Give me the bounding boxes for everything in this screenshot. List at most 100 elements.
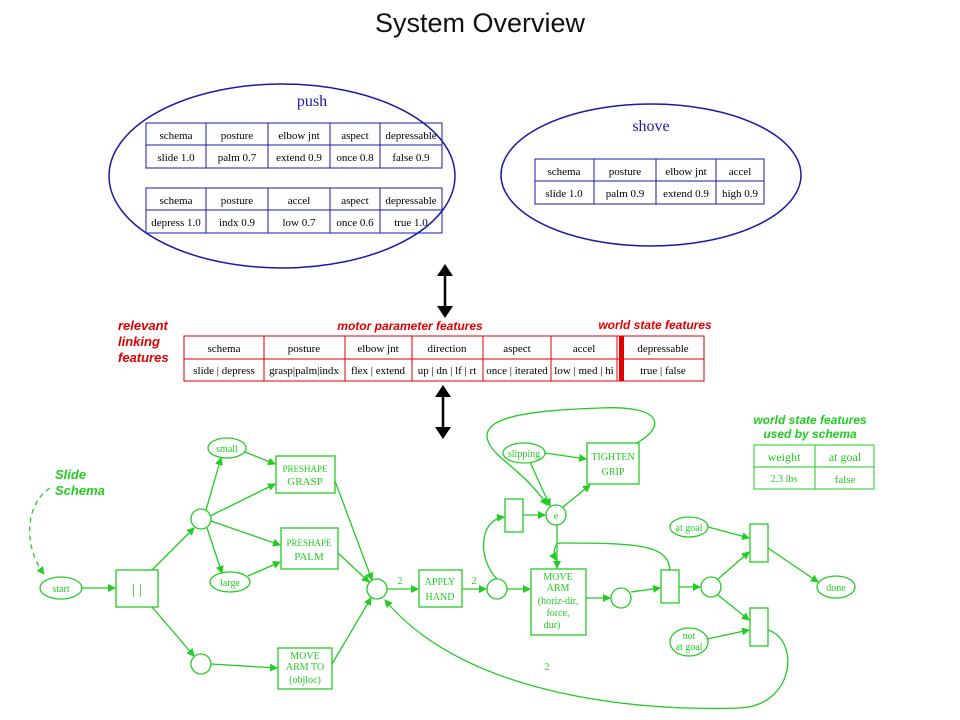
arc-grasp-p3 [334,480,374,581]
arc-p6-goalcheck [630,584,661,593]
slide-title: System Overview [374,8,586,38]
push-t1-h2: elbow jnt [278,130,319,142]
label-not-at-goal-1: not [683,631,696,642]
label-move-arm-1: MOVE [543,572,572,583]
push-t2-h1: posture [221,195,254,207]
push-t1-h0: schema [160,130,193,142]
feat-h4: aspect [503,343,530,355]
node-not-at-goal [669,627,709,657]
feat-v4: once | iterated [486,365,548,377]
label-start: start [52,584,69,595]
push-table-1 [145,122,443,169]
world-state-used-group: world state features used by schema weig… [753,413,875,490]
push-t2-h0: schema [160,195,193,207]
transition-not-at-goal [749,607,769,647]
arc-small-grasp [244,451,276,466]
ws-v1: false [835,474,856,486]
arc-p1-small [205,457,223,511]
world-state-used-title-1: world state features [753,413,867,427]
label-move-arm-to-3: (objloc) [289,675,321,686]
push-t1-v2: extend 0.9 [276,152,322,164]
label-tighten-grip-2: GRIP [602,467,625,478]
label-move-arm-to-2: ARM TO [286,662,324,673]
push-t1-h4: depressable [385,130,436,142]
shove-schema-group: shove schema posture elbow jnt accel sli… [500,103,802,247]
arc-notatgoal-return [384,599,789,710]
arc-p1-large [206,527,224,574]
place-p4 [486,578,508,600]
transition-slip [504,498,524,533]
push-schema-group: push schema posture elbow jnt aspect dep… [108,83,456,269]
label-move-arm-to-1: MOVE [290,651,319,662]
feat-h3: direction [427,343,467,355]
arc-slipping-tighten [544,452,587,462]
shove-h3: accel [729,166,752,178]
feat-v0: slide | depress [193,365,254,377]
push-t2-v4: true 1.0 [394,217,428,229]
arc-p7-notatgoal-trans [717,594,750,621]
label-large: large [220,578,240,589]
label-tighten-grip-1: TIGHTEN [591,452,634,463]
arc-large-palm [247,561,281,577]
box-preshape-palm [280,527,339,570]
feat-h2: elbow jnt [357,343,398,355]
dashed-start-arc [29,487,51,575]
label-apply-hand-2: HAND [426,592,455,603]
shove-table [534,158,765,205]
label-e: e [554,511,559,522]
place-p6 [610,587,632,609]
ws-h0: weight [768,450,801,464]
node-done [816,575,856,599]
weight-label-3: 2 [545,662,550,673]
slide-schema-label-1: Slide [55,467,86,482]
push-t2-v1: indx 0.9 [219,217,256,229]
shove-h0: schema [548,166,581,178]
shove-h2: elbow jnt [665,166,706,178]
weight-label-1: 2 [398,576,403,587]
push-t1-v3: once 0.8 [336,152,374,164]
label-preshape-grasp-1: PRESHAPE [282,464,328,474]
world-state-used-table [753,444,875,490]
shove-v1: palm 0.9 [606,188,645,200]
feat-v1: grasp|palm|indx [269,365,339,377]
push-t1-v1: palm 0.7 [218,152,257,164]
node-large [209,571,251,593]
shove-v2: extend 0.9 [663,188,709,200]
arc-p4-slip [482,513,505,580]
motor-features-label: motor parameter features [337,319,483,333]
node-small [207,437,247,459]
feat-h1: posture [288,343,321,355]
feat-v6: true | false [640,365,686,377]
place-p7 [700,576,722,598]
label-fork: | | [132,582,142,598]
feature-table [183,335,705,382]
transition-at-goal [749,523,769,563]
slide-schema-net: Slide Schema [29,407,856,710]
ws-h1: at goal [829,450,862,464]
arc-goalcheck-loop [549,542,671,571]
label-move-arm-5: dur) [544,620,561,631]
feat-v3: up | dn | lf | rt [418,365,477,377]
arc-fork-p1 [151,527,195,571]
arc-palm-p3 [337,552,370,583]
arc-p7-atgoal-trans [717,551,750,580]
place-p3 [366,578,388,600]
feat-v2: flex | extend [351,365,406,377]
double-arrow-lower [435,385,451,439]
label-not-at-goal-2: at goal [676,642,703,653]
feat-h5: accel [573,343,596,355]
transition-goal-check [660,569,680,604]
label-preshape-palm-2: PALM [294,551,324,563]
push-t2-v3: once 0.6 [336,217,374,229]
push-t1-h3: aspect [341,130,368,142]
label-preshape-palm-1: PRESHAPE [286,538,332,548]
push-label: push [297,93,327,110]
label-at-goal: at goal [676,523,703,534]
push-t2-h4: depressable [385,195,436,207]
relevant-linking-line-3: features [118,350,169,365]
slide-schema-label-2: Schema [55,483,105,498]
arc-atgoal-done [767,547,819,583]
push-ellipse [108,83,456,269]
box-move-arm-to [277,647,333,690]
arc-notatgoal-trans [706,627,750,640]
